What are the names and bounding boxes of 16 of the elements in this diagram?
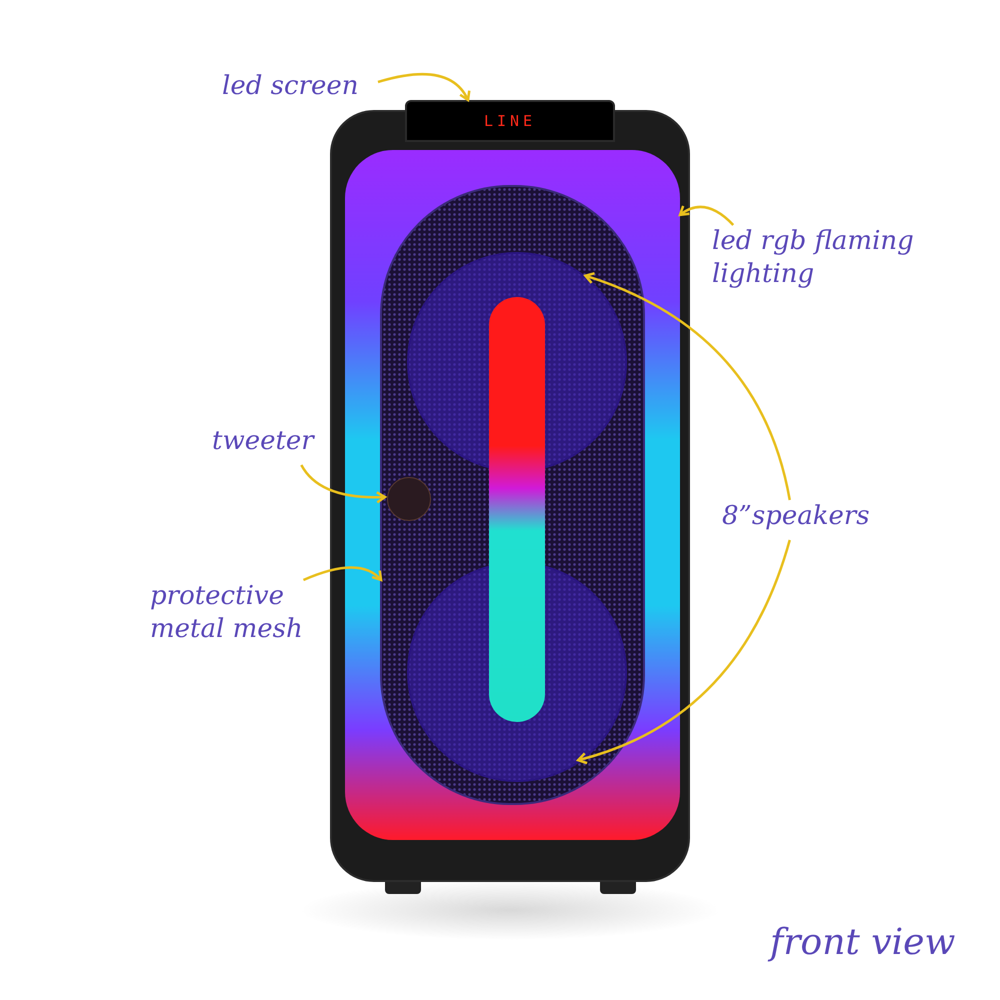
leader-arrow bbox=[576, 540, 791, 764]
leader-arrow bbox=[678, 204, 734, 226]
leader-arrow bbox=[378, 72, 470, 102]
leader-arrow bbox=[300, 464, 386, 504]
leader-arrow bbox=[302, 566, 382, 582]
led-light-panel bbox=[345, 150, 680, 840]
display-screen bbox=[405, 100, 615, 142]
callout-text: protective metal mesh bbox=[150, 580, 304, 645]
leader-arrow bbox=[584, 272, 791, 500]
callout-text: led screen bbox=[222, 70, 360, 102]
light-bar bbox=[489, 297, 545, 722]
callout-text: 8”speakers bbox=[722, 500, 868, 532]
callout-text: led rgb flaming lighting bbox=[712, 225, 915, 290]
display-readout: LINE bbox=[484, 110, 536, 132]
callout-text: tweeter bbox=[212, 425, 316, 458]
caption: front view bbox=[770, 920, 956, 965]
